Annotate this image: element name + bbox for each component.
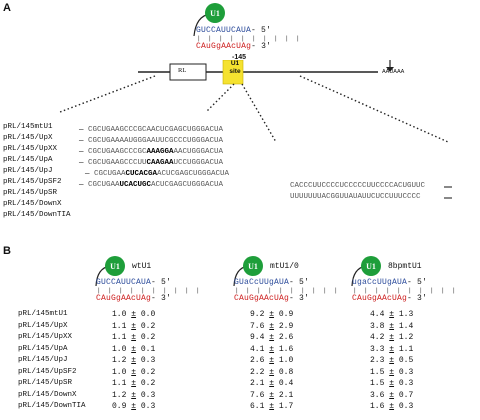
table-value: 1.2 ± 0.3 (112, 356, 156, 365)
u1-badge-a: U1 (205, 3, 225, 23)
down-dashes (444, 186, 452, 199)
table-value: 6.1 ± 1.7 (250, 402, 294, 411)
table-value: 3.3 ± 1.1 (370, 344, 414, 354)
construct-sequence: — CGCUGAAUCACUGCACUCGAGCUGGGACUA (79, 181, 224, 189)
construct-name: pRL/145/DownTIA (3, 211, 71, 219)
construct-name: pRL/145/UpX (3, 134, 53, 142)
construct-name: pRL/145/UpA (3, 156, 53, 164)
table-value: 1.1 ± 0.2 (112, 333, 156, 342)
target-sequence-b: CAuGgAAcUAg- 3' (96, 294, 172, 303)
construct-sequence: — CGCUGAAGCCCGCAACUCGAGCUGGGACUA (79, 126, 224, 134)
construct-row: pRL/145/DownX (3, 192, 62, 210)
table-value: 9.4 ± 2.6 (250, 333, 294, 342)
construct-name: pRL/145mtU1 (3, 123, 53, 131)
table-value: 1.1 ± 0.2 (112, 379, 156, 388)
table-row-label: pRL/145mtU1 (18, 310, 68, 318)
target-sequence-b: CAuGgAAcUAg- 3' (234, 294, 310, 303)
table-value: 7.6 ± 2.9 (250, 321, 294, 331)
downtia-sequence: UUUUUUUACGGUUAUAUUCUCCUUUCCCC (290, 193, 421, 201)
table-value: 1.5 ± 0.3 (370, 367, 414, 377)
table-value: 2.1 ± 0.4 (250, 379, 294, 388)
table-row-label: pRL/145/UpX (18, 321, 68, 330)
target-sequence-a-letters: CAuGgAAcUAg (196, 42, 252, 51)
table-value: 1.2 ± 0.3 (112, 390, 156, 400)
panel-a-letter: A (3, 2, 11, 14)
panel-b-letter: B (3, 245, 11, 257)
table-value: 1.0 ± 0.2 (112, 367, 156, 377)
u1-variant-sequence: ugaCcUUgAUA- 5' (352, 278, 428, 287)
pairing-ticks-b: | | | | | | | | | | (97, 287, 202, 294)
rl-label: RL (178, 67, 187, 74)
construct-row: pRL/145mtU1 (3, 115, 53, 133)
construct-name: pRL/145/UpSF2 (3, 178, 62, 186)
construct-name: pRL/145/UpXX (3, 145, 58, 153)
u1-badge-b: U1 (105, 256, 125, 276)
u1-badge-b: U1 (243, 256, 263, 276)
down-sequences: CACCCUUCCCCUCCCCCUUCCCCACUGUUC UUUUUUUAC… (290, 181, 425, 203)
polya-label: AAUAAA (382, 69, 405, 75)
table-row-label: pRL/145/UpA (18, 344, 68, 353)
table-value: 1.6 ± 0.3 (370, 402, 414, 411)
u1-variant-sequence: GUaCcUUgAUA- 5' (234, 278, 310, 287)
construct-sequence: — CGCUGAAGCCCGCAAAGGAAACUGGGACUA (79, 148, 224, 156)
table-value: 9.2 ± 0.9 (250, 310, 294, 319)
target-sequence-b: CAuGgAAcUAg- 3' (352, 294, 428, 303)
table-value: 2.2 ± 0.8 (250, 367, 294, 377)
construct-name: pRL/145/UpJ (3, 167, 53, 175)
downx-sequence: CACCCUUCCCCUCCCCCUUCCCCACUGUUC (290, 182, 426, 190)
table-row-label: pRL/145/UpJ (18, 356, 68, 364)
table-value: 2.6 ± 1.0 (250, 356, 294, 365)
construct-row: pRL/145/UpA — CGCUGAAGCCCGCAAAGGAAACUGGGA… (3, 148, 223, 166)
column-name: wtU1 (132, 262, 152, 271)
table-value: 3.8 ± 1.4 (370, 321, 414, 331)
table-value: 7.6 ± 2.1 (250, 390, 294, 400)
column-name: 8bpmtU1 (388, 262, 422, 271)
table-value: 1.1 ± 0.2 (112, 321, 156, 331)
construct-row: pRL/145/UpX — CGCUGAAGCCCGCAACUCGAGCUGGGA… (3, 126, 223, 144)
table-value: 4.2 ± 1.2 (370, 333, 414, 342)
construct-row: pRL/145/UpXX — CGCUGAAAAUGGGAAUUCGCCCUGGG… (3, 137, 223, 155)
table-row-label: pRL/145/UpXX (18, 333, 73, 341)
table-value: 0.9 ± 0.3 (112, 402, 156, 411)
construct-sequence: — CGCUGAAAAUGGGAAUUCGCCCUGGGACUA (79, 137, 224, 145)
table-value: 1.0 ± 0.1 (112, 344, 156, 354)
table-value: 2.3 ± 0.5 (370, 356, 414, 365)
pairing-ticks-b: | | | | | | | | | | (235, 287, 340, 294)
table-value: 1.5 ± 0.3 (370, 379, 414, 388)
table-value: 1.0 ± 0.0 (112, 310, 156, 319)
column-name: mtU1/0 (270, 262, 299, 271)
table-row-label: pRL/145/UpSR (18, 379, 73, 387)
table-row-label: pRL/145/UpSF2 (18, 367, 77, 376)
table-value: 4.1 ± 1.6 (250, 344, 294, 354)
construct-row: pRL/145/UpSF2 — CGCUGAACUCACGAACUCGAGCUGG… (3, 170, 229, 188)
construct-row: pRL/145/UpJ — CGCUGAAGCCCUUCAAGAAUCCUGGGA… (3, 159, 223, 177)
construct-name: pRL/145/DownX (3, 200, 62, 208)
construct-row: pRL/145/DownTIA (3, 203, 71, 221)
reporter-construct (138, 60, 394, 85)
pairing-ticks-a: | | | | | | | | | | (197, 35, 302, 42)
construct-row: pRL/145/UpSR — CGCUGAAUCACUGCACUCGAGCUGGG… (3, 181, 223, 199)
table-value: 4.4 ± 1.3 (370, 310, 414, 319)
table-row-label: pRL/145/DownTIA (18, 402, 86, 410)
pairing-ticks-b: | | | | | | | | | | (353, 287, 458, 294)
table-row-label: pRL/145/DownX (18, 390, 77, 399)
target-sequence-a: CAuGgAAcUAg- 3' (196, 42, 272, 51)
u1-sequence-a: GUCCAUUCAUA- 5' (196, 26, 272, 35)
construct-sequence: — CGCUGAAGCCCUUCAAGAAUCCUGGGACUA (79, 159, 224, 167)
u1-variant-sequence: GUCCAUUCAUA- 5' (96, 278, 172, 287)
position-label: -145 (232, 54, 247, 61)
construct-sequence: — CGCUGAACUCACGAACUCGAGCUGGGACUA (85, 170, 230, 178)
table-value: 3.6 ± 0.7 (370, 390, 414, 400)
construct-name: pRL/145/UpSR (3, 189, 58, 197)
u1-badge-b: U1 (361, 256, 381, 276)
